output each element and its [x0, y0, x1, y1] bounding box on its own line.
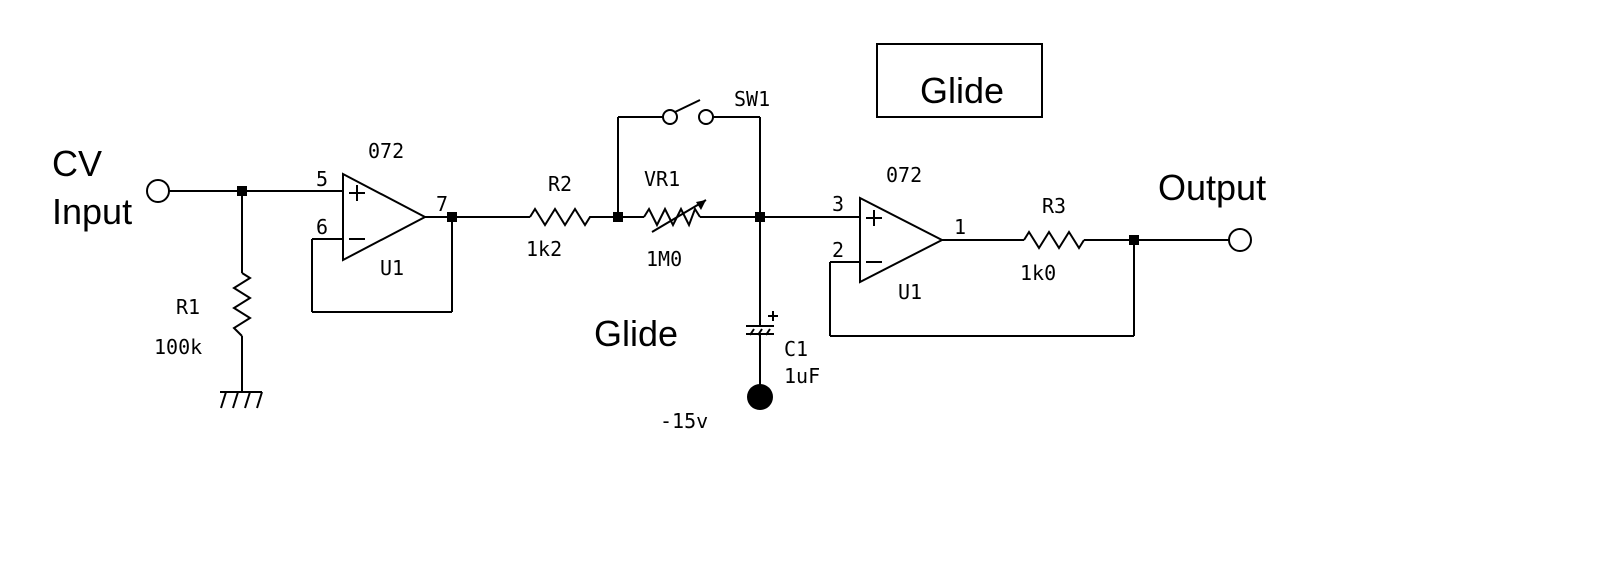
output-label: Output: [1158, 167, 1266, 208]
resistor-r1: [232, 272, 252, 337]
title-box-label: Glide: [920, 70, 1004, 111]
cv-input-label-line2: Input: [52, 191, 132, 232]
opamp-1-ref: U1: [380, 256, 404, 280]
r1-value: 100k: [154, 335, 202, 359]
opamp-2-pin-minus: 2: [832, 238, 844, 262]
opamp-2: [859, 196, 945, 284]
opamp-2-ref: U1: [898, 280, 922, 304]
opamp-2-pin-out: 1: [954, 215, 966, 239]
junction-dot: [1129, 235, 1139, 245]
r2-value: 1k2: [526, 237, 562, 261]
r3-ref: R3: [1042, 194, 1066, 218]
vr1-value: 1M0: [646, 247, 682, 271]
input-wires: [169, 186, 343, 392]
title-box: Glide: [876, 43, 1043, 118]
c1-value: 1uF: [784, 364, 820, 388]
opamp-2-pin-plus: 3: [832, 192, 844, 216]
resistor-r3: [1023, 230, 1085, 250]
opamp-2-part: 072: [886, 163, 922, 187]
opamp-1: [342, 172, 428, 262]
opamp-2-wires: [829, 235, 1229, 337]
capacitor-c1: [746, 217, 778, 397]
opamp-1-pin-minus: 6: [316, 215, 328, 239]
cv-input-terminal: [146, 179, 170, 203]
junction-dot: [237, 186, 247, 196]
cv-input-label-line1: CV: [52, 143, 102, 184]
glide-label: Glide: [594, 313, 678, 354]
opamp-1-pin-plus: 5: [316, 167, 328, 191]
output-terminal: [1228, 228, 1252, 252]
supply-terminal: [747, 384, 773, 410]
ground-symbol: [220, 391, 263, 409]
opamp-1-part: 072: [368, 139, 404, 163]
supply-label: -15v: [660, 409, 708, 433]
resistor-r2: [529, 207, 618, 227]
c1-ref: C1: [784, 337, 808, 361]
vr1-ref: VR1: [644, 167, 680, 191]
sw1-ref: SW1: [734, 87, 770, 111]
variable-resistor-vr1: [643, 199, 707, 233]
r3-value: 1k0: [1020, 261, 1056, 285]
junction-dot: [447, 212, 457, 222]
opamp-1-wires: [311, 212, 530, 313]
r1-ref: R1: [176, 295, 200, 319]
r2-ref: R2: [548, 172, 572, 196]
opamp-1-pin-out: 7: [436, 192, 448, 216]
switch-sw1: [662, 99, 714, 125]
